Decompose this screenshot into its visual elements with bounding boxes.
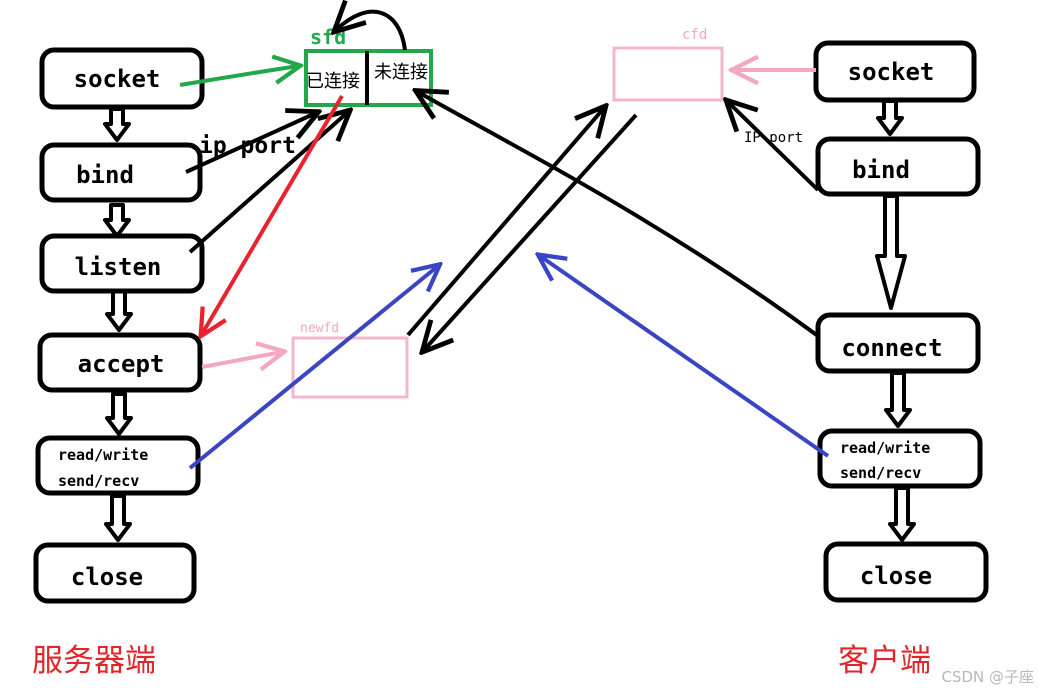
client-socket-box: socket <box>813 40 977 103</box>
server-rw-label-1: read/write <box>58 446 148 464</box>
arrow-crw-data <box>540 256 830 458</box>
flow-arrow-socket-bind <box>103 107 131 142</box>
sfd-label: sfd <box>310 25 346 49</box>
arrow-accept-to-newfd <box>201 352 282 367</box>
server-close-box: close <box>33 542 197 604</box>
newfd-label: newfd <box>300 321 339 336</box>
flow-arrow-connect-crw <box>884 371 912 428</box>
server-socket-box: socket <box>39 47 205 110</box>
cfd-box: cfd <box>612 27 724 102</box>
client-connect-label: connect <box>841 334 942 362</box>
flow-arrow-crw-cclose <box>888 486 916 542</box>
arrow-cbind-to-cfd <box>728 102 820 192</box>
flow-arrow-bind-listen <box>103 203 131 238</box>
arrow-newfd-to-cfd <box>406 108 604 337</box>
client-flow-arrows <box>875 99 916 542</box>
arrow-sfd-to-accept <box>202 94 344 334</box>
server-accept-box: accept <box>37 332 203 393</box>
flow-arrow-rw-close <box>104 494 132 542</box>
client-close-box: close <box>823 541 989 603</box>
client-rw-label-2: send/recv <box>840 464 921 482</box>
client-connect-box: connect <box>815 312 981 374</box>
flow-arrow-csocket-cbind <box>876 99 904 136</box>
client-ip-port-label: IP port <box>744 130 803 146</box>
server-rw-box: read/write send/recv <box>35 435 201 496</box>
arrow-bind-to-sfd <box>185 113 316 174</box>
client-rw-box: read/write send/recv <box>817 428 983 489</box>
server-bind-label: bind <box>76 161 134 189</box>
server-flow-arrows <box>103 107 133 542</box>
server-socket-label: socket <box>74 65 161 93</box>
flow-arrow-accept-rw <box>105 392 133 436</box>
cfd-label: cfd <box>682 27 707 43</box>
newfd-box: newfd <box>291 321 409 399</box>
server-accept-label: accept <box>78 350 165 378</box>
server-column: socket bind listen accept read/write sen… <box>32 47 205 679</box>
arrow-srw-data <box>188 266 438 470</box>
flow-arrow-listen-accept <box>105 289 133 332</box>
server-title: 服务器端 <box>32 643 156 679</box>
client-socket-label: socket <box>848 58 935 86</box>
server-rw-label-2: send/recv <box>58 472 139 490</box>
client-column: socket bind connect read/write send/recv… <box>813 40 989 679</box>
arrow-socket-to-sfd <box>179 66 298 87</box>
sfd-box: sfd 已连接 未连接 <box>304 12 433 107</box>
sfd-connected-label: 已连接 <box>306 71 360 92</box>
client-rw-label-1: read/write <box>840 439 930 457</box>
client-bind-box: bind <box>815 136 981 197</box>
client-title: 客户端 <box>838 643 931 679</box>
csdn-watermark: CSDN @子座 <box>941 668 1034 686</box>
server-listen-label: listen <box>75 253 162 281</box>
flow-arrow-cbind-connect <box>875 194 907 310</box>
server-bind-box: bind <box>39 142 203 203</box>
arrow-connect-to-sfd <box>418 92 820 338</box>
arrow-listen-to-sfd <box>188 112 348 254</box>
client-close-label: close <box>860 562 932 590</box>
client-bind-label: bind <box>852 156 910 184</box>
sfd-unconnected-label: 未连接 <box>374 62 428 83</box>
server-close-label: close <box>71 563 143 591</box>
server-listen-box: listen <box>39 233 205 294</box>
sfd-loop-arrow <box>336 12 407 51</box>
arrow-cfd-to-newfd <box>424 113 638 350</box>
